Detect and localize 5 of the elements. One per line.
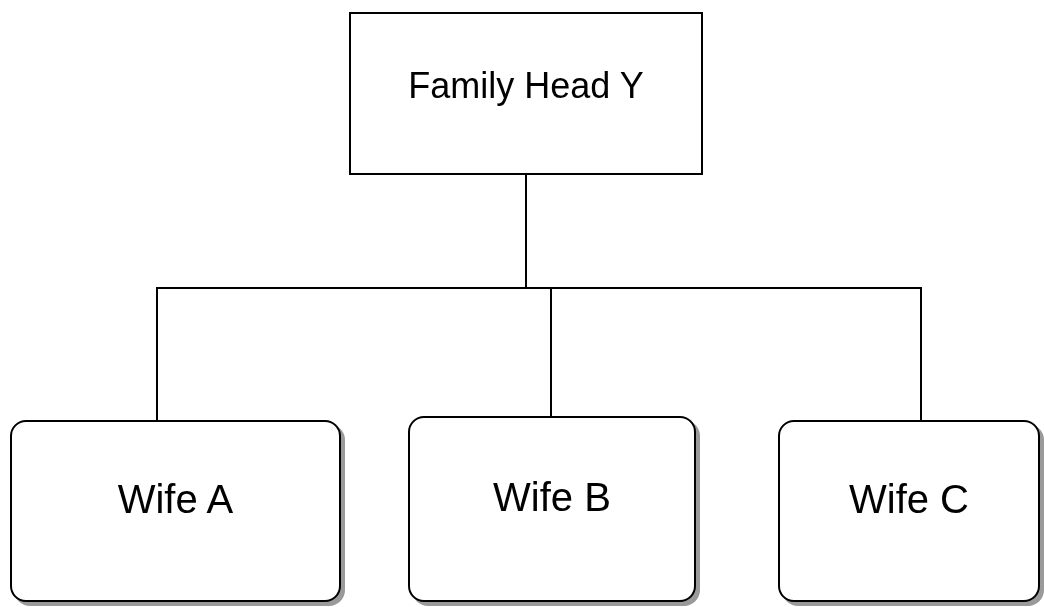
node-label: Wife B xyxy=(493,474,611,521)
process-box xyxy=(349,12,703,175)
node-label: Wife C xyxy=(849,476,969,523)
node-label: Wife A xyxy=(117,476,234,523)
node-label: Family Head Y xyxy=(408,64,644,108)
